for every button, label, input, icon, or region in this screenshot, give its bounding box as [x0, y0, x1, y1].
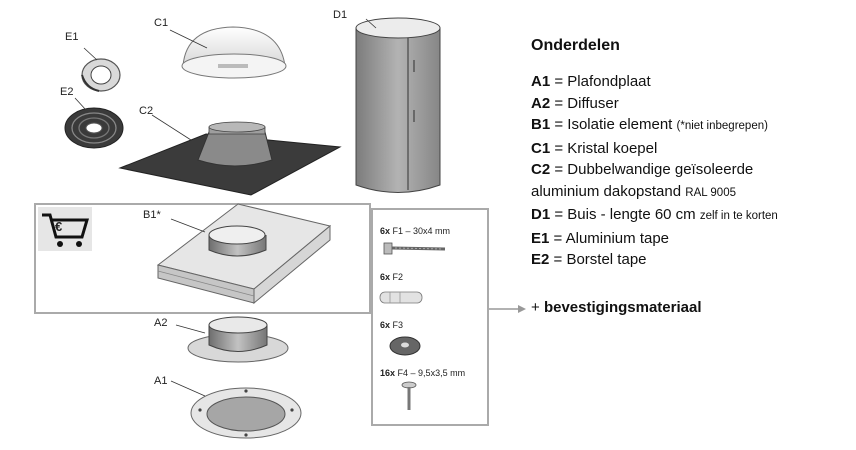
legend-item-b1: B1 = Isolatie element (*niet inbegrepen)	[531, 116, 768, 133]
legend-item-c2: C2 = Dubbelwandige geïsoleerde aluminium…	[531, 161, 754, 200]
legend-item-a1: A1 = Plafondplaat	[531, 73, 651, 90]
callout-a2: A2	[154, 317, 168, 329]
shopping-cart-icon	[38, 207, 92, 251]
legend-item-d1: D1 = Buis - lengte 60 cm zelf in te kort…	[531, 206, 778, 223]
hardware-f3-label: 6x F3	[380, 320, 404, 330]
legend-title: Onderdelen	[531, 37, 620, 54]
screw-f1	[383, 242, 446, 255]
washer-f3	[389, 336, 421, 356]
callout-c1: C1	[154, 17, 169, 29]
legend-item-c1: C1 = Kristal koepel	[531, 139, 658, 157]
arrow-icon	[489, 305, 526, 313]
legend-item-a2: A2 = Diffuser	[531, 94, 619, 112]
aluminium-tape-roll	[81, 47, 121, 92]
diffuser	[175, 316, 289, 363]
brush-tape-roll	[64, 97, 124, 149]
hardware-box	[371, 208, 489, 426]
callout-d1: D1	[333, 9, 348, 21]
insulation-frame	[34, 203, 371, 314]
callout-e2: E2	[60, 86, 74, 98]
legend-item-e2: E2 = Borstel tape	[531, 251, 647, 268]
callout-c2: C2	[139, 105, 154, 117]
hardware-f1-label: 6x F1 – 30x4 mm	[380, 226, 451, 236]
screw-f4	[401, 381, 417, 410]
insulation-element	[156, 203, 332, 305]
callout-b1: B1*	[143, 209, 161, 221]
tube	[355, 17, 441, 193]
euro-symbol: €	[55, 219, 63, 234]
hardware-f4-label: 16x F4 – 9,5x3,5 mm	[380, 368, 466, 378]
callout-e1: E1	[65, 31, 79, 43]
roof-upstand	[118, 114, 342, 196]
plug-f2	[379, 291, 423, 304]
crystal-dome	[169, 26, 287, 79]
parts-legend: Onderdelen A1 = Plafondplaat A2 = Diffus…	[531, 37, 851, 271]
hardware-f2-label: 6x F2	[380, 272, 404, 282]
fastening-material-note: + bevestigingsmateriaal	[531, 299, 702, 316]
callout-a1: A1	[154, 375, 168, 387]
legend-item-e1: E1 = Aluminium tape	[531, 229, 670, 247]
ceiling-plate	[170, 380, 302, 439]
